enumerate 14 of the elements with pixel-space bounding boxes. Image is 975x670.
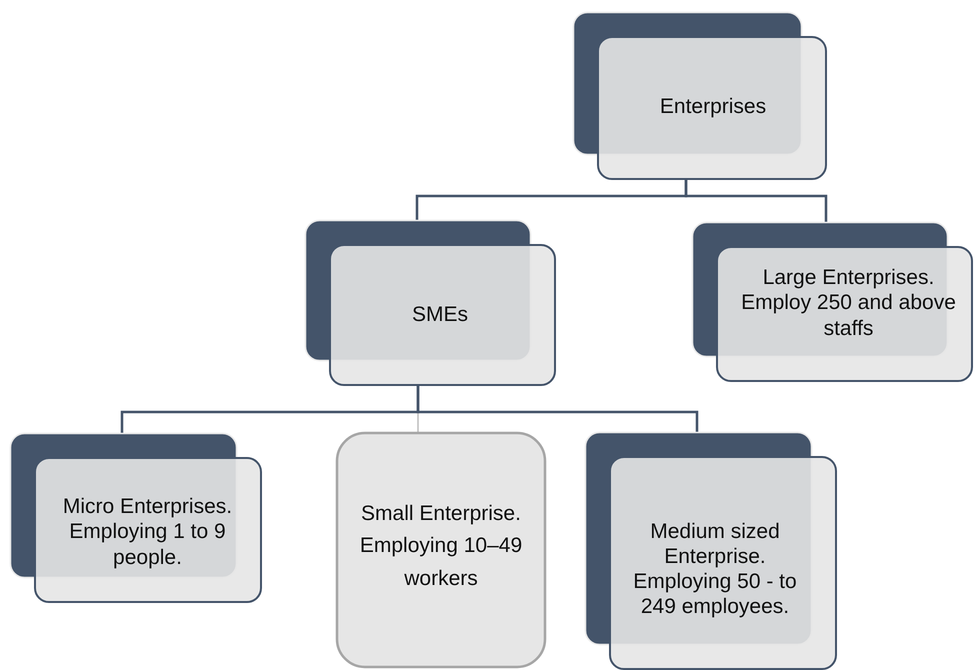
stacked-card-box bbox=[10, 433, 262, 603]
stacked-card-box bbox=[573, 12, 827, 180]
box-label: Medium sized Enterprise. Employing 50 - to 249 employees. bbox=[632, 518, 798, 620]
box-label: Small Enterprise. Employing 10–49 workers bbox=[358, 500, 524, 592]
rounded-box bbox=[336, 432, 546, 668]
stacked-card-box bbox=[585, 432, 837, 670]
box-label: Large Enterprises. Employ 250 and above staffs bbox=[740, 265, 957, 341]
box-label: Enterprises bbox=[660, 94, 766, 120]
connector-line bbox=[416, 386, 698, 432]
stacked-card-box bbox=[692, 222, 973, 382]
connector-line bbox=[684, 180, 828, 222]
box-label: SMEs bbox=[412, 302, 468, 328]
box-label: Micro Enterprises. Employing 1 to 9 people. bbox=[62, 494, 234, 570]
stacked-card-box bbox=[305, 220, 556, 386]
